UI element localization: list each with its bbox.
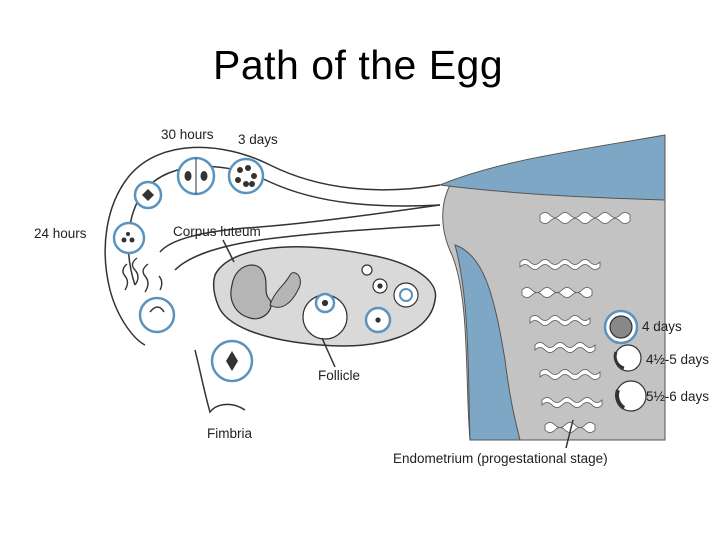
uterine-cavity-lower [454,244,521,441]
label-30-hours: 30 hours [161,127,214,142]
fimbria-squiggles [122,257,163,293]
twenty-four-hour-circle [112,221,146,255]
label-24-hours: 24 hours [34,226,87,241]
label-4-5-days: 4½-5 days [646,352,709,367]
label-follicle: Follicle [318,368,360,383]
corpus-luteum [230,264,272,320]
leader-lines [222,239,574,449]
label-4-days: 4 days [642,319,682,334]
three-day-circle [227,157,265,195]
blastocysts [609,315,647,412]
label-fimbria: Fimbria [207,426,252,441]
cell-details [121,158,257,371]
label-5-6-days: 5½-6 days [646,389,709,404]
uterine-cavity-upper [438,134,666,201]
label-corpus-luteum: Corpus luteum [173,224,261,239]
endometrial-glands [519,212,631,433]
slide-title: Path of the Egg [213,42,504,88]
follicles [302,264,419,340]
corpus-luteum-wave [269,272,301,308]
label-3-days: 3 days [238,132,278,147]
fertilization-circle [138,296,176,334]
fallopian-tube [104,146,441,414]
label-endometrium: Endometrium (progestational stage) [393,451,608,466]
